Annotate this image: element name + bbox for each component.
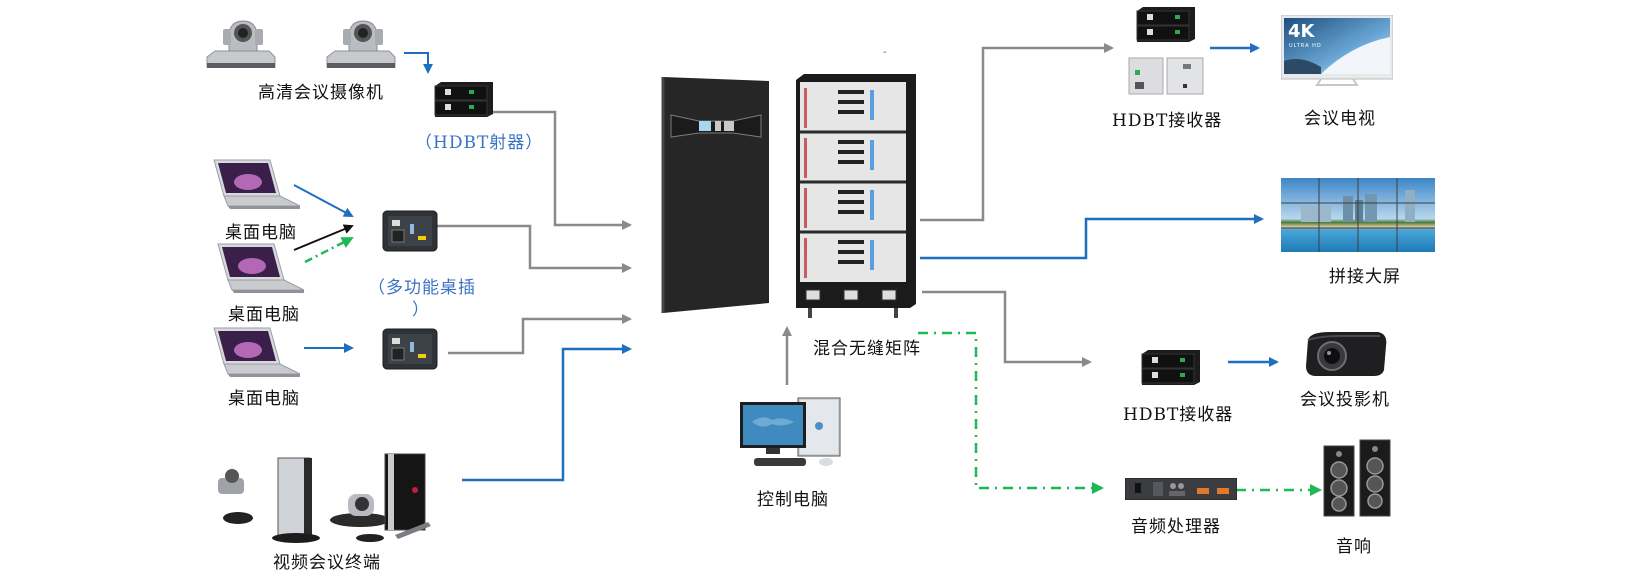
hdbt-receiver-wallplate-icon[interactable] bbox=[1127, 56, 1207, 96]
link-matrix-to-hdbt-rx1 bbox=[920, 43, 1114, 222]
hdbt-receiver-box-icon[interactable] bbox=[1135, 5, 1197, 43]
link-matrix-to-audio bbox=[918, 331, 1104, 494]
table-socket-icon[interactable] bbox=[382, 210, 438, 252]
link-vc-to-matrix bbox=[462, 344, 632, 482]
link-hdbt-tx-to-matrix bbox=[470, 110, 632, 230]
audio-processor-icon[interactable] bbox=[1125, 478, 1237, 500]
video-wall-icon[interactable] bbox=[1281, 178, 1435, 252]
hdbt-transmitter-icon[interactable] bbox=[433, 80, 495, 118]
projector-label: 会议投影机 bbox=[1300, 390, 1390, 410]
link-camera-to-hdbt-tx bbox=[404, 52, 433, 74]
tv-screen-sub-text: ULTRA HD bbox=[1289, 43, 1322, 49]
title-mark: - bbox=[883, 47, 888, 58]
control-pc-label: 控制电脑 bbox=[757, 490, 829, 510]
matrix-label: 混合无缝矩阵 bbox=[813, 339, 921, 359]
link-tablebox1-to-matrix bbox=[437, 224, 632, 273]
laptop-1-label: 桌面电脑 bbox=[225, 223, 297, 243]
audio-processor-label: 音频处理器 bbox=[1131, 517, 1221, 537]
hd-camera-label: 高清会议摄像机 bbox=[258, 83, 384, 103]
laptop-2-label: 桌面电脑 bbox=[228, 305, 300, 325]
link-matrix-to-videowall bbox=[920, 214, 1264, 260]
seamless-matrix-icon[interactable] bbox=[794, 72, 918, 322]
vc-terminal-label: 视频会议终端 bbox=[273, 553, 381, 573]
video-conference-terminal-icon[interactable] bbox=[210, 450, 450, 545]
laptop-3-label: 桌面电脑 bbox=[228, 389, 300, 409]
video-wall-label: 拼接大屏 bbox=[1329, 267, 1401, 287]
table-socket-icon[interactable] bbox=[382, 328, 438, 370]
table-socket-label-1: （多功能桌插 bbox=[368, 278, 476, 298]
tv-label: 会议电视 bbox=[1304, 109, 1376, 129]
projector-icon[interactable] bbox=[1300, 330, 1390, 380]
desktop-pc-icon[interactable] bbox=[738, 396, 848, 471]
laptop-icon[interactable] bbox=[208, 326, 303, 384]
tv-frame bbox=[1281, 15, 1393, 86]
link-laptop1-to-tablebox bbox=[293, 184, 354, 217]
ptz-camera-icon[interactable] bbox=[323, 15, 398, 73]
speakers-label: 音响 bbox=[1336, 537, 1372, 557]
laptop-icon[interactable] bbox=[208, 158, 303, 216]
link-laptop2-to-tablebox-video bbox=[293, 224, 354, 251]
hdbt-receiver-2-label: HDBT接收器 bbox=[1123, 405, 1234, 425]
hdbt-receiver-1-label: HDBT接收器 bbox=[1112, 111, 1223, 131]
table-socket-label-2: ） bbox=[412, 300, 430, 320]
matrix-chassis-front-icon[interactable] bbox=[661, 75, 771, 315]
laptop-icon[interactable] bbox=[212, 242, 307, 300]
speaker-icon[interactable] bbox=[1322, 438, 1394, 520]
tv-screen-4k-text: 4K bbox=[1288, 21, 1315, 42]
link-tablebox2-to-matrix bbox=[448, 314, 632, 355]
link-matrix-to-hdbt-rx2 bbox=[922, 290, 1092, 367]
hdbt-receiver-icon[interactable] bbox=[1140, 348, 1202, 386]
link-laptop2-to-tablebox-audio bbox=[304, 236, 354, 264]
ptz-camera-icon[interactable] bbox=[203, 15, 278, 73]
hdbt-transmitter-label: （HDBT射器） bbox=[415, 133, 544, 153]
4k-tv-icon[interactable]: 4K ULTRA HD bbox=[1281, 15, 1393, 87]
